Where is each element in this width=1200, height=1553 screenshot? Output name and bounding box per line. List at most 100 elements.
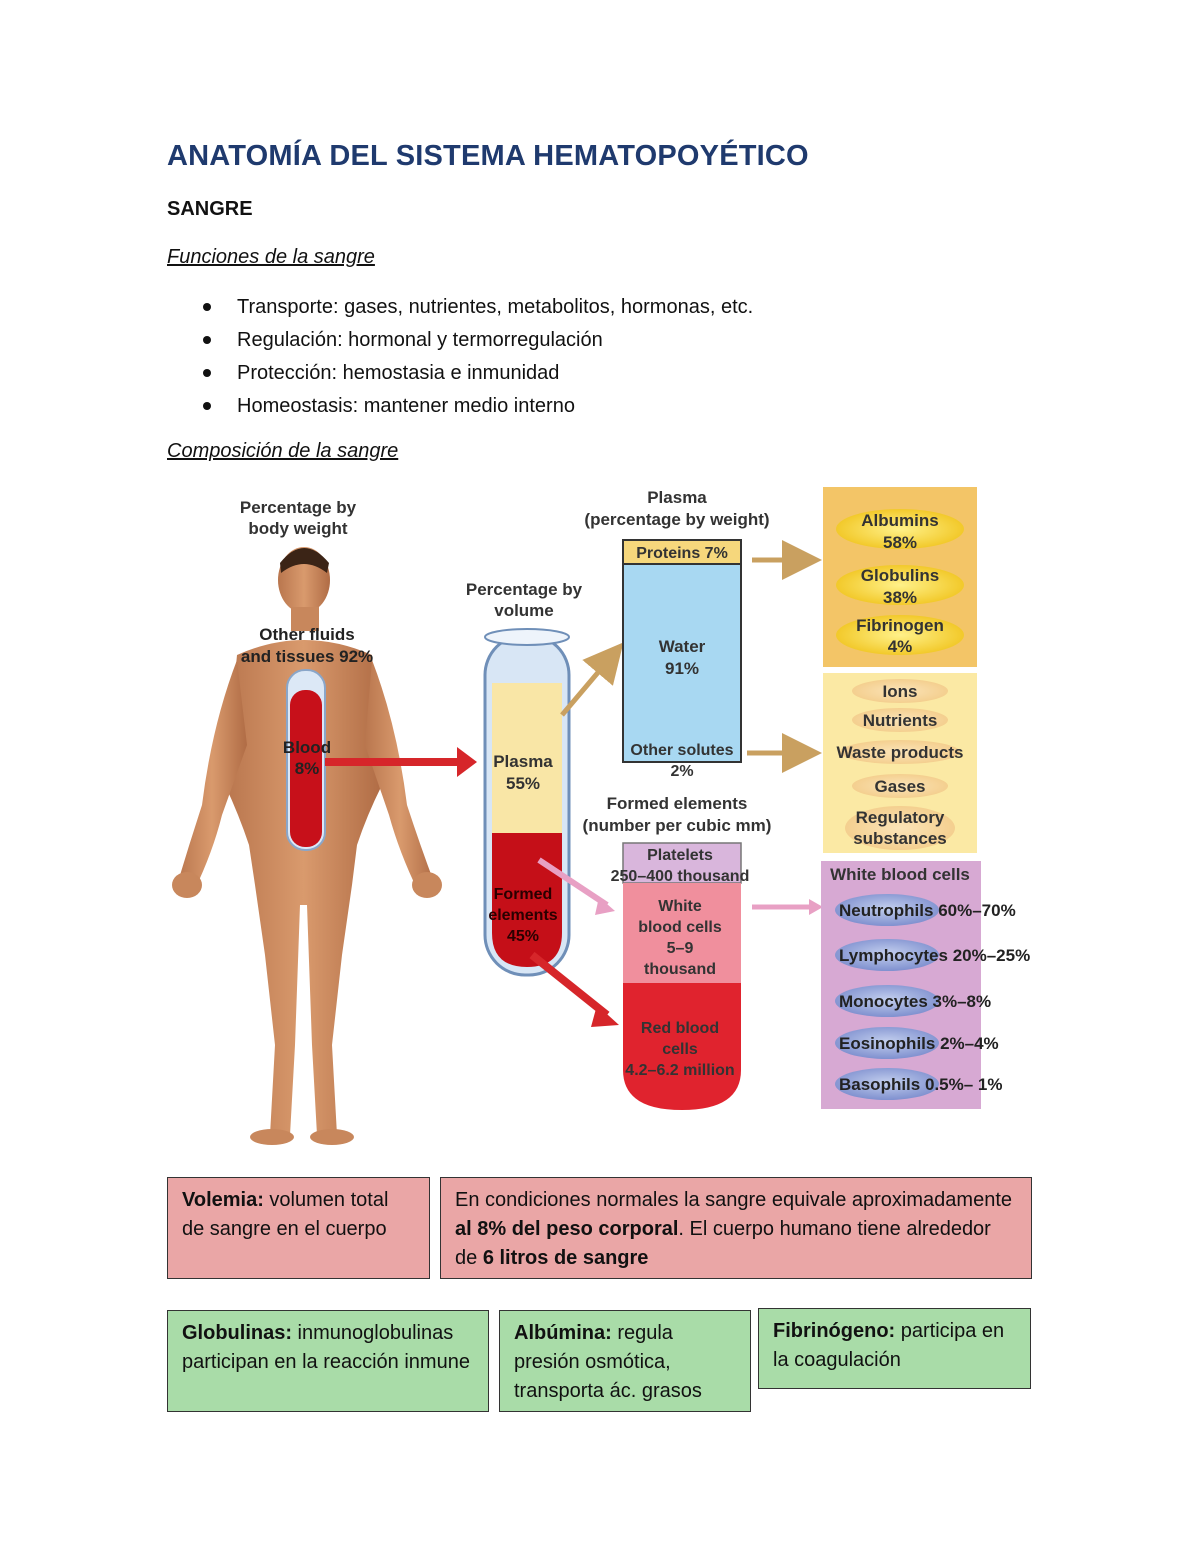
page-title: ANATOMÍA DEL SISTEMA HEMATOPOYÉTICO — [167, 140, 809, 172]
volume-heading-2: volume — [494, 601, 554, 620]
svg-text:Lymphocytes 20%–25%: Lymphocytes 20%–25% — [839, 946, 1030, 965]
albumins-value: 58% — [883, 533, 917, 552]
lymphocytes-value: 20%–25% — [953, 946, 1031, 965]
list-item: Homeostasis: mantener medio interno — [197, 391, 753, 424]
arrow-icon — [325, 747, 477, 777]
blood-label-1: Blood — [283, 738, 331, 757]
volemia-text: volumen total de sangre en el cuerpo — [182, 1189, 389, 1240]
tube-formed-label-2: elements — [488, 907, 557, 924]
rbc-label-2: cells — [662, 1041, 698, 1058]
arrow-icon — [809, 899, 823, 915]
arrow-icon — [537, 857, 609, 908]
platelets-label-1: Platelets — [647, 847, 713, 864]
gases-label: Gases — [874, 777, 925, 796]
monocytes-value: 3%–8% — [933, 992, 992, 1011]
fibrinogeno-term: Fibrinógeno: — [773, 1320, 896, 1342]
solutes-label-2: 2% — [670, 763, 693, 780]
neutrophils-value: 60%–70% — [938, 901, 1016, 920]
arrow-icon — [529, 951, 610, 1019]
condiciones-box: En condiciones normales la sangre equiva… — [440, 1177, 1032, 1279]
tube-formed-label-1: Formed — [494, 886, 553, 903]
albumina-box: Albúmina: regula presión osmótica, trans… — [499, 1310, 751, 1412]
fibrinogen-label: Fibrinogen — [856, 616, 944, 635]
proteins-band — [622, 539, 742, 565]
condiciones-text-1: En condiciones normales la sangre equiva… — [455, 1189, 1012, 1211]
plasma-heading-1: Plasma — [647, 488, 707, 507]
globulinas-term: Globulinas: — [182, 1322, 292, 1344]
globulinas-text: inmunoglobulinas participan en la reacci… — [182, 1322, 470, 1373]
condiciones-bold-2: 6 litros de sangre — [482, 1247, 649, 1269]
basophils-label: Basophils — [839, 1075, 920, 1094]
wbc-label-3: 5–9 — [667, 940, 694, 957]
fibrinogen-value: 4% — [888, 637, 913, 656]
formed-heading-2: (number per cubic mm) — [583, 816, 772, 835]
regulatory-label-2: substances — [853, 829, 947, 848]
blood-composition-figure: Percentage by body weight Other fluids a… — [172, 487, 1030, 1145]
tube-plasma-label-2: 55% — [506, 774, 540, 793]
volume-heading-1: Percentage by — [466, 580, 583, 599]
fibrinogeno-text: participa en la coagulación — [773, 1320, 1005, 1371]
plasma-box — [622, 539, 742, 763]
eosinophils-value: 2%–4% — [940, 1034, 999, 1053]
arrow-icon — [591, 1005, 619, 1027]
wbc-label-1: White — [658, 898, 702, 915]
albumina-text: regula presión osmótica, transporta ác. … — [514, 1322, 702, 1402]
fibrinogeno-box: Fibrinógeno: participa en la coagulación — [758, 1308, 1031, 1389]
ions-label: Ions — [883, 682, 918, 701]
plasma-heading-2: (percentage by weight) — [584, 510, 769, 529]
test-tube — [483, 628, 571, 977]
body-weight-heading-1: Percentage by — [240, 498, 357, 517]
formed-heading-1: Formed elements — [607, 794, 748, 813]
globulins-label: Globulins — [861, 566, 939, 585]
nutrients-label: Nutrients — [863, 711, 938, 730]
proteins-label: Proteins 7% — [636, 545, 728, 562]
body-weight-heading-2: body weight — [248, 519, 348, 538]
wbc-heading: White blood cells — [830, 865, 970, 884]
rbc-label-1: Red blood — [641, 1020, 719, 1037]
volemia-box: Volemia: volumen total de sangre en el c… — [167, 1177, 430, 1279]
svg-text:Neutrophils 60%–70%: Neutrophils 60%–70% — [839, 901, 1016, 920]
albumins-oval — [836, 509, 964, 549]
funciones-list: Transporte: gases, nutrientes, metabolit… — [197, 292, 753, 424]
fibrinogen-oval — [836, 615, 964, 655]
funciones-heading: Funciones de la sangre — [167, 246, 375, 268]
globulinas-box: Globulinas: inmunoglobulinas participan … — [167, 1310, 489, 1412]
condiciones-bold-1: al 8% del peso corporal — [455, 1218, 679, 1240]
blood-label-2: 8% — [295, 759, 320, 778]
platelets-label-2: 250–400 thousand — [611, 868, 750, 885]
globulins-value: 38% — [883, 588, 917, 607]
wbc-label-2: blood cells — [638, 919, 722, 936]
condiciones-text-2: . El cuerpo humano tiene alrededor de — [455, 1218, 991, 1269]
albumins-label: Albumins — [861, 511, 938, 530]
water-label-2: 91% — [665, 659, 699, 678]
eosinophils-label: Eosinophils — [839, 1034, 935, 1053]
globulins-oval — [836, 565, 964, 605]
neutrophils-label: Neutrophils — [839, 901, 933, 920]
monocytes-label: Monocytes — [839, 992, 928, 1011]
regulatory-label-1: Regulatory — [856, 808, 945, 827]
list-item: Protección: hemostasia e inmunidad — [197, 358, 753, 391]
solutes-label-1: Other solutes — [630, 742, 733, 759]
albumina-term: Albúmina: — [514, 1322, 612, 1344]
waste-label: Waste products — [837, 743, 964, 762]
arrow-icon — [560, 642, 624, 717]
svg-text:Eosinophils 2%–4%: Eosinophils 2%–4% — [839, 1034, 999, 1053]
svg-text:Basophils 0.5%– 1%: Basophils 0.5%– 1% — [839, 1075, 1002, 1094]
arrow-icon — [595, 897, 615, 915]
list-item: Transporte: gases, nutrientes, metabolit… — [197, 292, 753, 325]
lymphocytes-label: Lymphocytes — [839, 946, 948, 965]
other-fluids-label-1: Other fluids — [259, 625, 354, 644]
volemia-term: Volemia: — [182, 1189, 264, 1211]
wbc-label-4: thousand — [644, 961, 716, 978]
svg-text:Monocytes 3%–8%: Monocytes 3%–8% — [839, 992, 991, 1011]
rbc-label-3: 4.2–6.2 million — [625, 1062, 734, 1079]
composicion-heading: Composición de la sangre — [167, 440, 399, 462]
tube-plasma-label-1: Plasma — [493, 752, 553, 771]
formed-elements-tube — [622, 842, 742, 1110]
basophils-value: 0.5%– 1% — [925, 1075, 1003, 1094]
section-heading: SANGRE — [167, 198, 253, 220]
water-label-1: Water — [659, 637, 706, 656]
list-item: Regulación: hormonal y termorregulación — [197, 325, 753, 358]
other-fluids-label-2: and tissues 92% — [241, 647, 373, 666]
tube-formed-label-3: 45% — [507, 928, 539, 945]
